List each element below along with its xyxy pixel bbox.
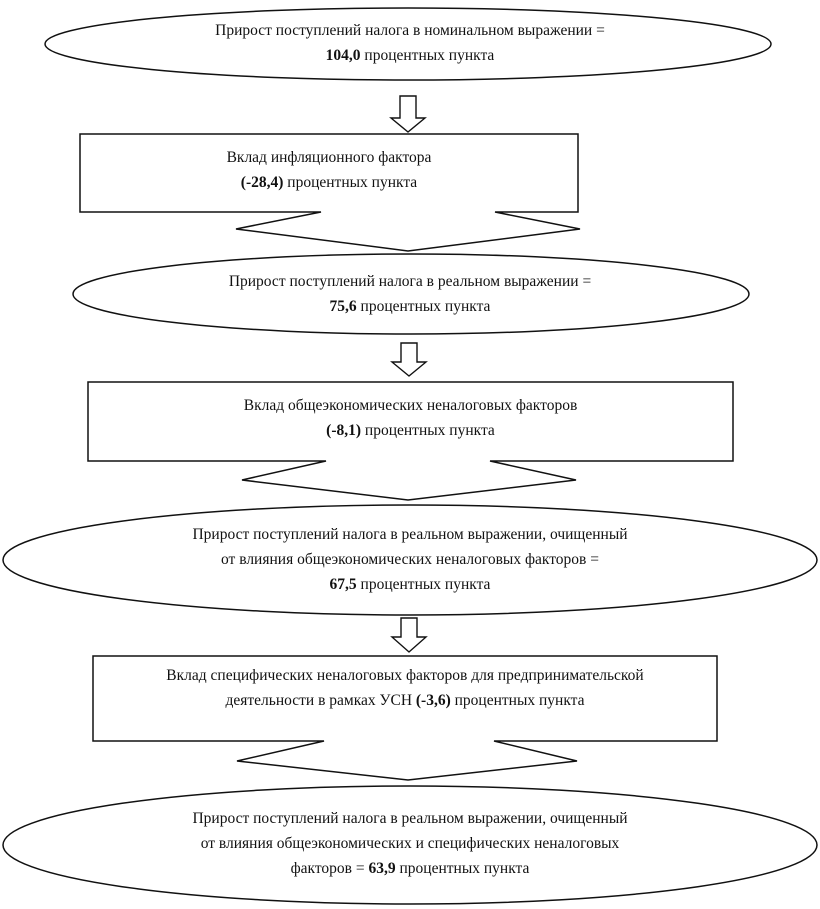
node-text-inflation: Вклад инфляционного фактора (-28,4) проц… xyxy=(80,145,578,195)
node-7-line-2: от влияния общеэкономических и специфиче… xyxy=(200,835,620,852)
block-arrow-2 xyxy=(390,342,428,377)
node-7-line-1: Прирост поступлений налога в реальном вы… xyxy=(192,810,628,827)
block-arrow-1 xyxy=(389,95,427,133)
node-1-line-2: 104,0 процентных пункта xyxy=(325,47,495,64)
node-box-inflation xyxy=(79,133,581,252)
node-box-specific-factors xyxy=(92,655,718,781)
node-box-general-factors xyxy=(87,381,734,501)
node-ellipse-real-growth xyxy=(72,253,750,335)
node-ellipse-nominal-growth xyxy=(44,7,772,81)
node-text-specific-factors: Вклад специфических неналоговых факторов… xyxy=(93,663,717,713)
node-text-real-growth: Прирост поступлений налога в реальном вы… xyxy=(70,269,750,319)
node-5-line-1: Прирост поступлений налога в реальном вы… xyxy=(192,526,628,543)
block-arrow-3 xyxy=(390,617,428,653)
cleaned-general-value: 67,5 xyxy=(329,576,357,593)
node-text-general-factors: Вклад общеэкономических неналоговых факт… xyxy=(88,393,733,443)
node-6-line-2: деятельности в рамках УСН (-3,6) процент… xyxy=(225,692,585,709)
node-ellipse-cleaned-all xyxy=(2,785,818,905)
specific-factors-value: (-3,6) xyxy=(415,692,451,709)
node-2-line-1: Вклад инфляционного фактора xyxy=(226,149,432,166)
real-growth-value: 75,6 xyxy=(329,298,357,315)
nominal-growth-value: 104,0 xyxy=(325,47,361,64)
node-3-line-2: 75,6 процентных пункта xyxy=(329,298,491,315)
node-5-line-3: 67,5 процентных пункта xyxy=(329,576,491,593)
node-ellipse-cleaned-general xyxy=(2,504,818,616)
node-text-cleaned-general: Прирост поступлений налога в реальном вы… xyxy=(0,522,820,597)
node-2-line-2: (-28,4) процентных пункта xyxy=(240,174,418,191)
node-6-line-1: Вклад специфических неналоговых факторов… xyxy=(166,667,644,684)
node-4-line-2: (-8,1) процентных пункта xyxy=(326,422,495,439)
node-4-line-1: Вклад общеэкономических неналоговых факт… xyxy=(243,397,578,414)
node-7-line-3: факторов = 63,9 процентных пункта xyxy=(290,860,530,877)
node-text-nominal-growth: Прирост поступлений налога в номинальном… xyxy=(0,18,820,68)
inflation-value: (-28,4) xyxy=(240,174,284,191)
node-5-line-2: от влияния общеэкономических неналоговых… xyxy=(221,551,599,568)
node-3-line-1: Прирост поступлений налога в реальном вы… xyxy=(228,273,592,290)
node-text-cleaned-all: Прирост поступлений налога в реальном вы… xyxy=(0,806,820,881)
general-factors-value: (-8,1) xyxy=(326,422,362,439)
cleaned-all-value: 63,9 xyxy=(368,860,396,877)
node-1-line-1: Прирост поступлений налога в номинальном… xyxy=(215,22,605,39)
